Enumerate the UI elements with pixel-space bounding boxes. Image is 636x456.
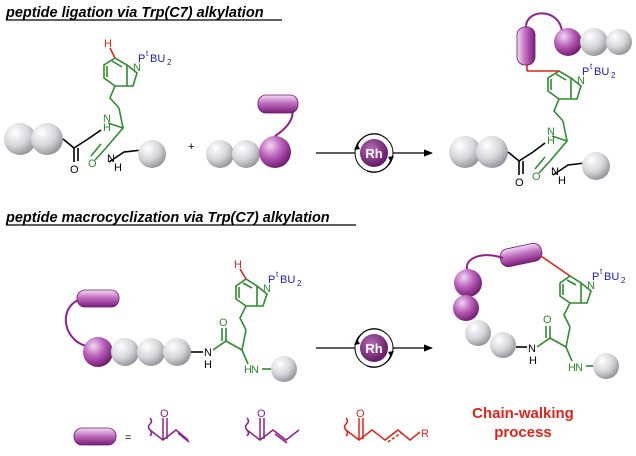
trp-peptide-substrate-1: O H N H N O H N P t BU 2 [4, 38, 172, 176]
svg-text:P: P [268, 274, 275, 286]
svg-text:H: H [234, 259, 242, 271]
svg-text:P: P [582, 66, 589, 78]
svg-text:t: t [276, 270, 279, 279]
ligation-product: O N H N H O N P t BU 2 [449, 12, 632, 189]
phosphine-group: P t BU 2 [592, 267, 626, 285]
svg-text:t: t [146, 49, 149, 58]
phosphine-group: P t BU 2 [268, 270, 302, 288]
svg-text:O: O [356, 408, 365, 420]
ligation-header: peptide ligation via Trp(C7) alkylation [5, 5, 264, 21]
crotonyl-structure [244, 417, 300, 444]
svg-text:O: O [515, 177, 524, 189]
cap-symbol [73, 427, 117, 446]
svg-text:t: t [600, 267, 603, 276]
svg-text:P: P [592, 271, 599, 283]
rh-catalyst-label: Rh [365, 341, 382, 356]
svg-text:N: N [587, 280, 595, 292]
chain-walking-label: Chain-walking [472, 405, 574, 422]
plus-sign: + [188, 141, 194, 153]
svg-text:N: N [577, 75, 585, 87]
legend-cap-equivalents: = O O O R [73, 408, 429, 446]
equals-sign: = [125, 432, 131, 444]
svg-text:P: P [138, 53, 145, 65]
r-group-label: R [421, 428, 429, 440]
nitrogen-label: N [103, 113, 111, 125]
capped-peptide-reagent [206, 94, 299, 168]
svg-text:N: N [547, 126, 555, 138]
nh-label: H [114, 162, 122, 174]
acrylyl-structure [147, 417, 190, 443]
phosphine-group: P t BU 2 [582, 62, 616, 80]
svg-text:2: 2 [621, 276, 626, 285]
svg-text:BU: BU [604, 271, 619, 283]
reaction-arrow-2: Rh [316, 328, 433, 368]
svg-text:N: N [251, 364, 259, 376]
svg-text:H: H [529, 355, 537, 367]
svg-text:BU: BU [280, 274, 295, 286]
rh-catalyst-icon [360, 139, 388, 167]
svg-text:N: N [204, 347, 212, 359]
svg-text:H: H [204, 359, 212, 371]
svg-text:H: H [568, 362, 576, 374]
macrocyclization-header: peptide macrocyclization via Trp(C7) alk… [5, 210, 330, 226]
svg-text:O: O [219, 317, 228, 329]
oxygen-label: O [70, 164, 79, 176]
indole-nitrogen-label: N [133, 62, 141, 74]
svg-text:O: O [257, 408, 266, 420]
svg-text:H: H [244, 364, 252, 376]
svg-text:N: N [551, 166, 559, 178]
svg-text:O: O [532, 171, 541, 183]
rh-catalyst-label: Rh [365, 146, 382, 161]
rh-catalyst-icon [360, 334, 388, 362]
svg-text:N: N [575, 362, 583, 374]
c7-hydrogen-label: H [104, 38, 112, 50]
svg-text:2: 2 [611, 71, 616, 80]
macrocyclization-substrate: N H O H N H N P t BU 2 [64, 259, 302, 382]
svg-text:BU: BU [150, 53, 165, 65]
phosphine-group: P t BU 2 [138, 49, 172, 67]
svg-text:t: t [590, 62, 593, 71]
nitrogen-label: N [107, 153, 115, 165]
oxygen-label: O [88, 158, 97, 170]
svg-text:N: N [528, 343, 536, 355]
alkenyl-ketone-structure [343, 417, 421, 443]
svg-text:2: 2 [167, 58, 172, 67]
chain-walking-process-label: process [494, 424, 552, 441]
macrocycle-product: N H O H N N P t BU 2 [453, 242, 626, 379]
svg-text:BU: BU [594, 66, 609, 78]
reaction-arrow-1: Rh [316, 133, 433, 173]
svg-text:N: N [263, 283, 271, 295]
svg-text:2: 2 [297, 279, 302, 288]
svg-text:H: H [547, 135, 555, 147]
svg-text:O: O [160, 408, 169, 420]
nh-label: H [103, 122, 111, 134]
svg-text:H: H [558, 175, 566, 187]
svg-text:O: O [543, 314, 552, 326]
